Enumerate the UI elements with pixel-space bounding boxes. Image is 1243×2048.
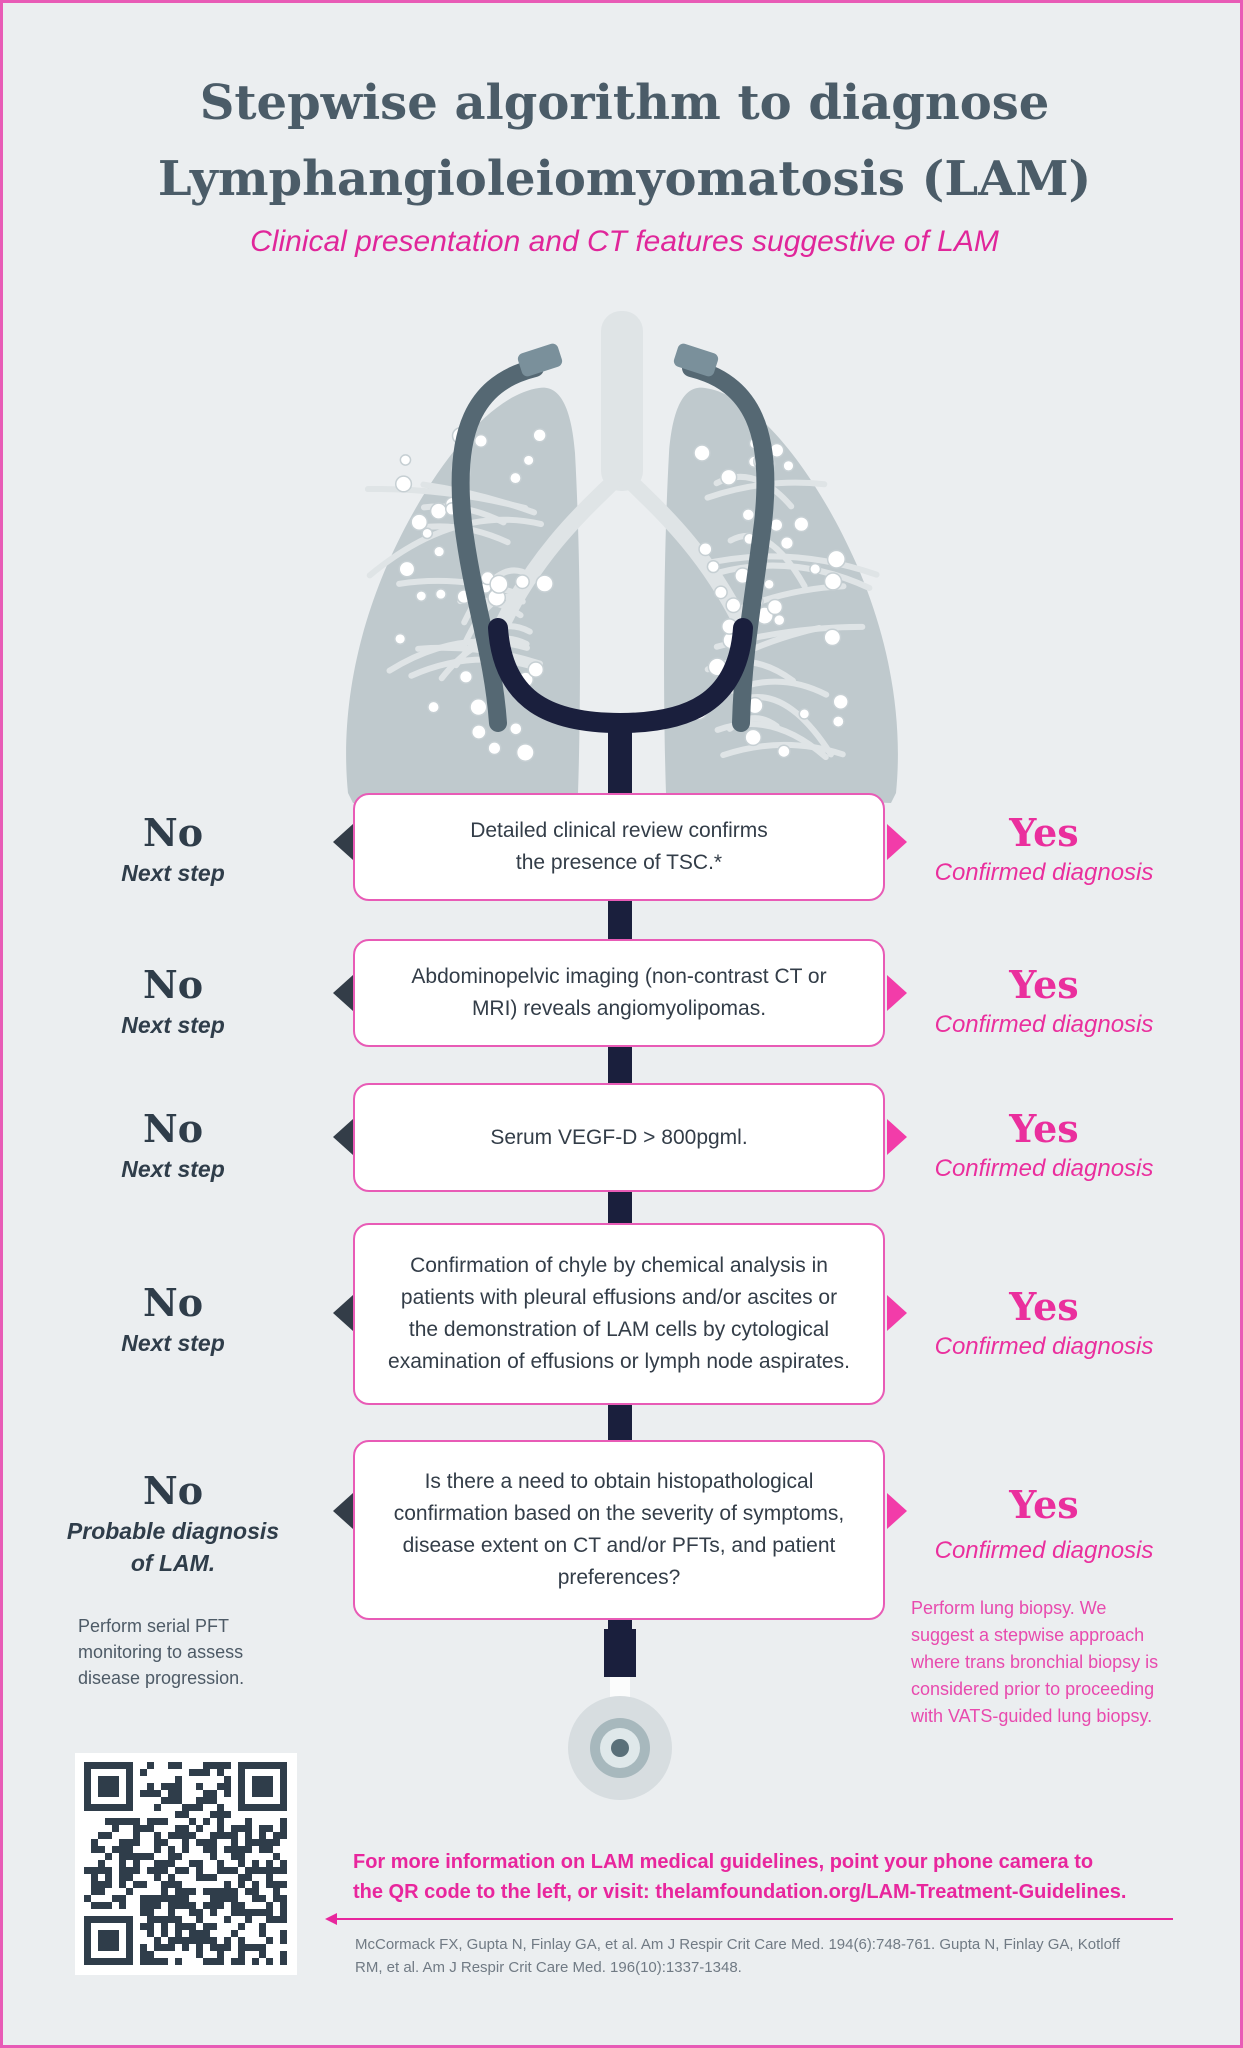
references: McCormack FX, Gupta N, Finlay GA, et al.… bbox=[355, 1933, 1175, 1979]
no-sublabel: of LAM. bbox=[130, 1550, 216, 1576]
no-label: No bbox=[142, 1468, 204, 1513]
no-label: No bbox=[142, 1280, 204, 1325]
no-sublabel: Probable diagnosis bbox=[66, 1518, 280, 1544]
step-text-line: examination of effusions or lymph node a… bbox=[388, 1350, 850, 1373]
no-sublabel: Next step bbox=[121, 1012, 225, 1038]
step-text-line: the demonstration of LAM cells by cytolo… bbox=[408, 1318, 830, 1341]
no-label-group: No Next step bbox=[43, 1279, 303, 1359]
no-arrow-icon bbox=[333, 1493, 353, 1529]
yes-label: Yes bbox=[1009, 1106, 1079, 1151]
yes-arrow-icon bbox=[887, 824, 907, 860]
title-line: Lymphangioleiomyomatosis (LAM) bbox=[157, 151, 1092, 207]
note-line: where trans bronchial biopsy is bbox=[911, 1652, 1159, 1672]
note-line: considered prior to proceeding bbox=[911, 1679, 1155, 1699]
yes-sublabel: Confirmed diagnosis bbox=[934, 1155, 1154, 1182]
stethoscope-tube-icon bbox=[451, 359, 544, 732]
yes-label: Yes bbox=[1009, 1284, 1079, 1329]
reference-line: RM, et al. Am J Respir Crit Care Med. 19… bbox=[355, 1959, 742, 1976]
yes-label-group: Yes Confirmed diagnosis bbox=[913, 809, 1175, 889]
left-arrow-icon bbox=[325, 1913, 1173, 1925]
step-text-line: Confirmation of chyle by chemical analys… bbox=[410, 1254, 828, 1277]
step-text-line: the presence of TSC.* bbox=[515, 851, 723, 874]
stethoscope-chestpiece-icon bbox=[568, 1696, 672, 1800]
page-title: Stepwise algorithm to diagnose Lymphangi… bbox=[3, 65, 1240, 217]
note-line: monitoring to assess bbox=[78, 1642, 244, 1662]
yes-label-group: Yes Confirmed diagnosis bbox=[913, 1283, 1175, 1363]
more-info-line: the QR code to the left, or visit: thela… bbox=[353, 1881, 1127, 1903]
no-arrow-icon bbox=[333, 824, 353, 860]
yes-label-group: Yes Confirmed diagnosis bbox=[913, 1105, 1175, 1185]
reference-line: McCormack FX, Gupta N, Finlay GA, et al.… bbox=[355, 1936, 1120, 1953]
yes-sublabel: Confirmed diagnosis bbox=[934, 1011, 1154, 1038]
step-box: Abdominopelvic imaging (non-contrast CT … bbox=[353, 939, 885, 1047]
yes-label: Yes bbox=[1009, 810, 1079, 855]
yes-label-group: Yes Confirmed diagnosis bbox=[913, 961, 1175, 1041]
no-label: No bbox=[142, 1106, 204, 1151]
note-line: suggest a stepwise approach bbox=[911, 1625, 1145, 1645]
step-text-line: preferences? bbox=[557, 1566, 681, 1589]
yes-arrow-icon bbox=[887, 975, 907, 1011]
step-text-line: patients with pleural effusions and/or a… bbox=[400, 1286, 838, 1309]
step-text-line: disease extent on CT and/or PFTs, and pa… bbox=[402, 1534, 836, 1557]
yes-arrow-icon bbox=[887, 1295, 907, 1331]
no-label-group: No Probable diagnosis of LAM. bbox=[43, 1467, 303, 1579]
no-arrow-icon bbox=[333, 975, 353, 1011]
no-sublabel: Next step bbox=[121, 1156, 225, 1182]
step-text-line: Detailed clinical review confirms bbox=[470, 819, 768, 842]
note-line: Perform serial PFT bbox=[78, 1616, 230, 1636]
step-box: Is there a need to obtain histopathologi… bbox=[353, 1440, 885, 1620]
no-sublabel: Next step bbox=[121, 860, 225, 886]
no-label-group: No Next step bbox=[43, 961, 303, 1041]
step-text-line: Serum VEGF-D > 800pgml. bbox=[490, 1125, 748, 1149]
qr-code-icon[interactable] bbox=[75, 1753, 297, 1975]
no-label-group: No Next step bbox=[43, 809, 303, 889]
no-label: No bbox=[142, 810, 204, 855]
step-text-line: Abdominopelvic imaging (non-contrast CT … bbox=[411, 965, 827, 988]
yes-sublabel: Confirmed diagnosis bbox=[934, 1537, 1154, 1564]
step-text-line: MRI) reveals angiomyolipomas. bbox=[471, 997, 767, 1020]
step-text-line: confirmation based on the severity of sy… bbox=[393, 1502, 845, 1525]
step-box: Serum VEGF-D > 800pgml. bbox=[353, 1083, 885, 1192]
note-line: disease progression. bbox=[78, 1668, 245, 1688]
no-note: Perform serial PFT monitoring to assess … bbox=[78, 1613, 298, 1691]
no-label-group: No Next step bbox=[43, 1105, 303, 1185]
yes-arrow-icon bbox=[887, 1493, 907, 1529]
no-arrow-icon bbox=[333, 1295, 353, 1331]
more-info-text: For more information on LAM medical guid… bbox=[353, 1847, 1183, 1907]
yes-sublabel: Confirmed diagnosis bbox=[934, 1333, 1154, 1360]
more-info-line: For more information on LAM medical guid… bbox=[353, 1851, 1094, 1873]
step-text-line: Is there a need to obtain histopathologi… bbox=[424, 1470, 814, 1493]
yes-label: Yes bbox=[1009, 962, 1079, 1007]
yes-sublabel: Confirmed diagnosis bbox=[934, 859, 1154, 886]
no-arrow-icon bbox=[333, 1119, 353, 1155]
yes-note: Perform lung biopsy. We suggest a stepwi… bbox=[911, 1595, 1201, 1730]
yes-label-group: Yes Confirmed diagnosis bbox=[913, 1481, 1175, 1567]
no-label: No bbox=[142, 962, 204, 1007]
no-sublabel: Next step bbox=[121, 1330, 225, 1356]
note-line: Perform lung biopsy. We bbox=[911, 1598, 1107, 1618]
note-line: with VATS-guided lung biopsy. bbox=[911, 1706, 1153, 1726]
step-box: Confirmation of chyle by chemical analys… bbox=[353, 1223, 885, 1405]
yes-label: Yes bbox=[1009, 1482, 1079, 1527]
title-line: Stepwise algorithm to diagnose bbox=[199, 75, 1050, 131]
step-box: Detailed clinical review confirms the pr… bbox=[353, 793, 885, 901]
page-subtitle: Clinical presentation and CT features su… bbox=[250, 225, 999, 258]
yes-arrow-icon bbox=[887, 1119, 907, 1155]
